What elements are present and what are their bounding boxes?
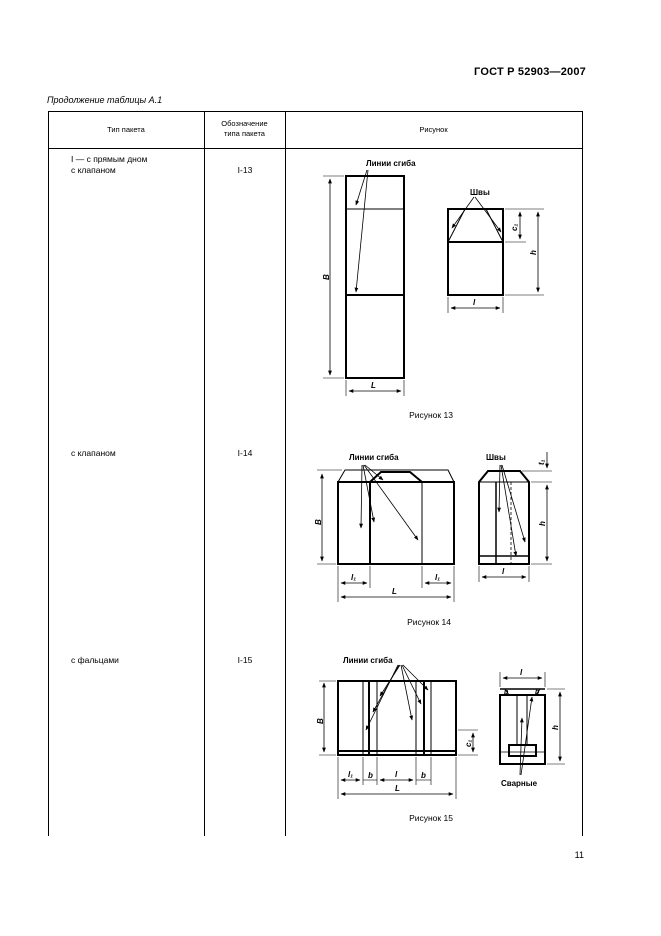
fig14-label-l1: l₁ [351,573,356,582]
fig14-leader [500,464,518,557]
document-number: ГОСТ Р 52903—2007 [474,66,586,78]
figure-13-caption: Рисунок 13 [409,410,453,420]
fig15-label-c1: c₁ [464,740,473,747]
fig13-bag-flap [485,208,504,243]
fig15-label-b-top: b [504,689,509,696]
fig14-leader [359,464,363,529]
column-header-type: Тип пакета [107,125,145,134]
fig15-label-b: b [368,771,373,780]
figure-13-labels: Линии сгиба Швы B L c₁ h l [322,159,538,390]
fig15-label-welded: Сварные [501,779,538,788]
column-header-code: Обозначение типа пакета [221,119,268,138]
fig14-leader [363,464,419,541]
fig13-label-seams: Швы [470,188,490,197]
fig13-label-h: h [529,250,538,255]
fig13-flat-blank [345,175,405,379]
fig15-label-l: l [395,770,398,779]
fig15-weld-block [508,744,537,757]
fig14-leader [497,464,502,513]
column-header-figure: Рисунок [419,125,448,134]
fig14-label-t: t₁ [537,459,546,465]
fig14-leader [364,464,384,481]
fig13-assembled-bag [447,208,504,296]
figure-14-caption: Рисунок 14 [407,617,451,627]
fig13-label-fold-lines: Линии сгиба [366,159,416,168]
row-13-type: I — с прямым дном с клапаном [71,154,147,176]
fig14-label-l1: l₁ [435,573,440,582]
row-15-code: I-15 [237,655,253,665]
fig14-flat-blank [337,481,455,565]
table-border-left [48,111,49,836]
fig13-bag-flap [447,208,466,243]
fig13-label-B: B [322,274,331,280]
fig14-leader [501,464,526,543]
fig15-leader [400,664,414,721]
fig15-label-l-top: l [520,668,523,677]
fig14-label-h: h [538,521,547,526]
fig13-leader [354,169,369,293]
fig13-label-L: L [371,381,376,390]
fig13-label-l: l [473,298,476,307]
fig14-leader [362,464,376,523]
fig15-label-B: B [316,718,325,724]
row-14-code: I-14 [237,448,253,458]
table-border-top [48,111,583,112]
fig13-leader [451,196,475,229]
figure-15-drawing [319,664,565,799]
row-15-type: с фальцами [71,655,119,665]
table-caption: Продолжение таблицы А.1 [47,95,163,105]
row-13-code: I-13 [237,165,253,175]
fig15-gusset [535,688,541,696]
table-border-right [582,111,583,836]
fig15-leader [520,696,534,776]
fig15-gusset [504,688,510,696]
fig15-flat-blank [337,680,457,756]
fig14-valve-outline [369,471,423,564]
fig15-label-b-top: b [535,689,540,696]
fig15-leader [402,664,429,691]
page-number: 11 [574,850,584,860]
fig15-leader [379,664,401,697]
figure-14-labels: Линии сгиба Швы B l₁ l₁ L t₁ h l [314,453,547,596]
fig13-label-c1: c₁ [510,224,519,231]
packages-table: Тип пакета Обозначение типа пакета Рисун… [48,111,583,836]
fig15-label-L: L [395,784,400,793]
row-14-type: с клапаном [71,448,116,458]
figure-15-labels: Линии сгиба B c₁ l₁ b l b L l b b h Свар… [316,656,560,793]
fig13-leader [474,196,502,233]
fig14-label-seams: Швы [486,453,506,462]
row-13-type-line2: с клапаном [71,165,116,175]
figure-15-caption: Рисунок 15 [409,813,453,823]
fig14-top-flap [337,469,455,483]
table-column-divider [285,111,286,836]
fig15-label-h: h [551,725,560,730]
table-column-divider [204,111,205,836]
fig14-label-B: B [314,519,323,525]
fig15-leader [519,717,524,776]
fig14-label-l: l [502,567,505,576]
fig15-label-l1: l₁ [348,770,353,779]
figure-14-drawing [317,452,552,602]
fig15-leader [401,664,422,705]
fig13-leader [355,169,368,206]
fig14-label-fold-lines: Линии сгиба [349,453,399,462]
fig14-label-L: L [392,587,397,596]
figure-13-drawing [323,169,544,396]
fig15-label-b: b [421,771,426,780]
fig15-label-fold-lines: Линии сгиба [343,656,393,665]
row-13-type-line1: I — с прямым дном [71,154,148,164]
fig15-assembled-bag [499,694,546,765]
table-header-divider [48,148,583,149]
